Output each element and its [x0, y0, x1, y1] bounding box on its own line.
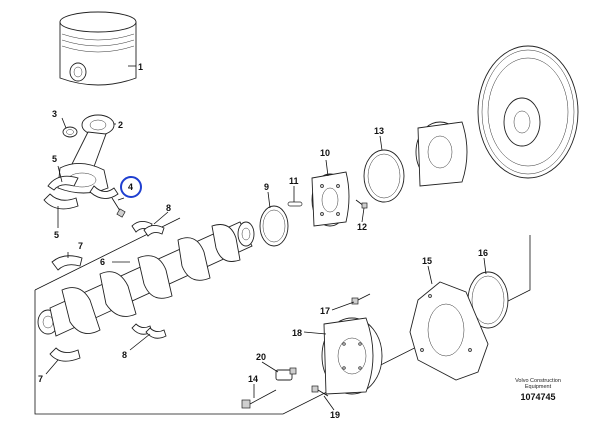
front-seal — [363, 149, 405, 203]
callout-8-lower: 8 — [122, 350, 127, 360]
callout-16: 16 — [478, 248, 488, 258]
rear-seal-housing — [409, 281, 489, 381]
callout-1: 1 — [138, 62, 143, 72]
callout-9: 9 — [264, 182, 269, 192]
callout-17: 17 — [320, 306, 330, 316]
callout-5-lower: 5 — [54, 230, 59, 240]
dowel-pin — [287, 201, 303, 207]
vibration-damper — [321, 317, 383, 395]
callout-15: 15 — [422, 256, 432, 266]
callout-7-upper: 7 — [78, 241, 83, 251]
leader-lines — [45, 65, 487, 411]
adapter-screw — [241, 389, 277, 409]
callout-14: 14 — [248, 374, 258, 384]
thrust-washer-8b — [131, 323, 167, 339]
callout-19: 19 — [330, 410, 340, 420]
callout-6: 6 — [100, 257, 105, 267]
callout-4: 4 — [128, 182, 133, 192]
stud — [351, 293, 371, 305]
main-bearing-shell-7a — [51, 255, 83, 271]
callout-7-lower: 7 — [38, 374, 43, 384]
callout-2: 2 — [118, 120, 123, 130]
adapter — [275, 367, 297, 381]
screw — [355, 199, 368, 209]
highlight-ring — [120, 176, 142, 198]
flywheel-hub — [415, 121, 468, 187]
bushing — [62, 126, 78, 138]
crankshaft-gear — [311, 171, 350, 227]
callout-3: 3 — [52, 109, 57, 119]
rod-bolt — [111, 197, 126, 218]
callout-18: 18 — [292, 328, 302, 338]
crankshaft — [37, 221, 255, 337]
drawing-number: 1074745 — [520, 392, 556, 402]
o-ring — [259, 205, 289, 247]
callout-12: 12 — [357, 222, 367, 232]
brand-caption: Volvo Construction Equipment — [515, 378, 561, 390]
callout-10: 10 — [320, 148, 330, 158]
flywheel — [477, 45, 579, 179]
bearing-shell-rod — [89, 185, 119, 199]
damper-screw — [311, 385, 329, 397]
callout-13: 13 — [374, 126, 384, 136]
piston — [59, 11, 137, 86]
callout-5-upper: 5 — [52, 154, 57, 164]
main-bearing-shell-7b — [49, 347, 81, 362]
callout-20: 20 — [256, 352, 266, 362]
bearing-shell-lower — [43, 193, 79, 210]
callout-8-upper: 8 — [166, 203, 171, 213]
thrust-washer-8a — [131, 221, 165, 237]
callout-11: 11 — [289, 176, 299, 186]
bearing-shell-upper — [47, 175, 79, 191]
callout-labels: 1 2 3 4 5 5 6 7 7 8 8 9 10 11 12 13 14 1… — [38, 62, 488, 420]
